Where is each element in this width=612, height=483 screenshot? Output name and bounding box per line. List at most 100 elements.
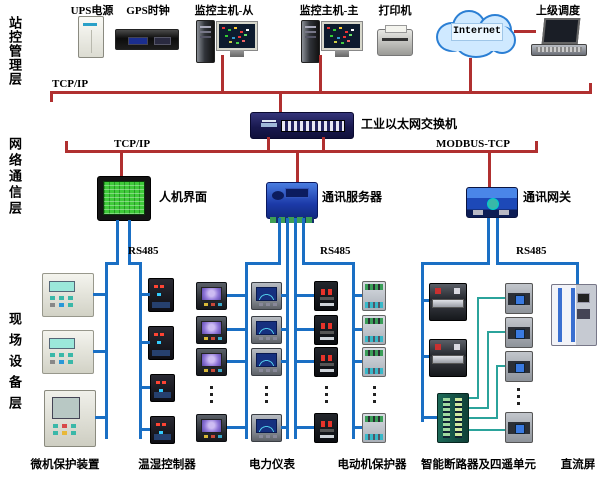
protection-relay-icon [42, 273, 94, 317]
ups-icon [78, 16, 104, 58]
bus1-left-cap [50, 93, 53, 102]
stub [355, 294, 362, 297]
link-cloud-laptop [514, 30, 536, 33]
rs485-elbow-a [105, 262, 119, 265]
host-master-label: 监控主机-主 [299, 5, 359, 17]
bus1-right-cap [589, 83, 592, 92]
pc-tower-icon [301, 20, 320, 63]
io-link [469, 429, 505, 431]
col6-label: 直流屏 [560, 459, 596, 471]
power-meter-icon [196, 414, 227, 442]
ellipsis-dots [265, 386, 268, 389]
server-dial [272, 191, 284, 200]
stub [355, 328, 362, 331]
air-circuit-breaker-icon [429, 283, 467, 321]
station-layer-label: 站控管理层 [7, 16, 22, 86]
hmi-rs485-drop-a [116, 220, 119, 265]
stub [281, 294, 287, 297]
link-host-slave-bus1 [221, 55, 224, 92]
io-link [496, 365, 498, 419]
protection-relay-icon [44, 390, 96, 447]
laptop-icon [531, 18, 587, 58]
contactor-icon [362, 413, 386, 443]
rs485-label-1: RS485 [128, 245, 159, 257]
io-link [477, 297, 479, 399]
io-link [469, 417, 498, 419]
motor-protector-icon [314, 347, 338, 377]
io-link [487, 331, 505, 333]
stub [281, 328, 287, 331]
contactor-icon [362, 315, 386, 345]
stub [227, 294, 245, 297]
molded-breaker-icon [505, 317, 533, 348]
remote-io-unit-icon [437, 393, 469, 443]
link-bus2-server [296, 153, 299, 182]
rs485-elbow-b [128, 262, 142, 265]
temp-controller-icon [148, 278, 174, 312]
stub [142, 428, 150, 431]
rs485-bus-meters-a [245, 262, 248, 439]
col2-label: 温湿控制器 [138, 459, 196, 471]
printer-label: 打印机 [378, 5, 412, 17]
molded-breaker-icon [505, 283, 533, 314]
stub [227, 426, 245, 429]
stub [281, 360, 287, 363]
rs485-elbow-f [496, 262, 579, 265]
host-slave-label: 监控主机-从 [194, 5, 254, 17]
col5-label: 智能断路器及四遥单元 [421, 459, 536, 471]
monitor-screen [324, 24, 360, 48]
ethernet-switch-icon [250, 112, 354, 139]
stub [95, 416, 105, 419]
crt-monitor-icon [216, 21, 258, 57]
stub [355, 426, 362, 429]
power-meter-icon [196, 316, 227, 344]
contactor-icon [362, 281, 386, 311]
motor-protector-icon [314, 281, 338, 311]
col3-label: 电力仪表 [249, 459, 295, 471]
bus2-left-cap [65, 141, 68, 150]
stub [227, 328, 245, 331]
rs485-bus-breakers [421, 262, 424, 422]
stub [424, 416, 437, 419]
air-circuit-breaker-icon [429, 339, 467, 377]
power-meter-icon [251, 316, 282, 344]
internet-label: Internet [451, 23, 503, 41]
power-meter-icon [196, 282, 227, 310]
server-rs485-drop-a [278, 218, 281, 265]
network-layer-label: 网络通信层 [7, 137, 22, 217]
gps-label: GPS时钟 [126, 5, 170, 17]
dispatch-label: 上级调度 [536, 5, 580, 17]
col4-label: 电动机保护器 [337, 459, 407, 471]
stub [297, 360, 314, 363]
rs485-elbow-e [421, 262, 490, 265]
stub [142, 293, 150, 296]
stub [297, 426, 314, 429]
link-bus2-gateway [488, 153, 491, 187]
hmi-label: 人机界面 [159, 190, 208, 204]
rs485-bus-relays [105, 262, 108, 439]
ethernet-bus-1 [50, 91, 592, 94]
rs485-bus-dcpanel [576, 262, 579, 286]
rs485-elbow-c [245, 262, 281, 265]
motor-protector-icon [314, 413, 338, 443]
contactor-icon [362, 347, 386, 377]
link-switch-bus2-a [267, 137, 270, 151]
rs485-bus-meters-b [286, 218, 289, 439]
server-rs485-drop-d [302, 218, 305, 265]
crt-monitor-icon [321, 21, 363, 57]
comm-server-icon [266, 182, 318, 223]
hmi-rs485-drop-b [128, 220, 131, 265]
temp-controller-icon [150, 416, 175, 444]
rs485-bus-mprot [294, 218, 297, 439]
stub [93, 350, 105, 353]
field-layer-label: 现场设备层 [7, 312, 22, 417]
temp-controller-icon [148, 326, 174, 360]
temp-controller-icon [150, 374, 175, 402]
power-meter-icon [251, 282, 282, 310]
bus2-right-cap [535, 141, 538, 150]
motor-protector-icon [314, 315, 338, 345]
molded-breaker-icon [505, 412, 533, 443]
printer-icon [377, 25, 413, 56]
hmi-screen [103, 181, 145, 215]
protection-relay-icon [42, 330, 94, 374]
